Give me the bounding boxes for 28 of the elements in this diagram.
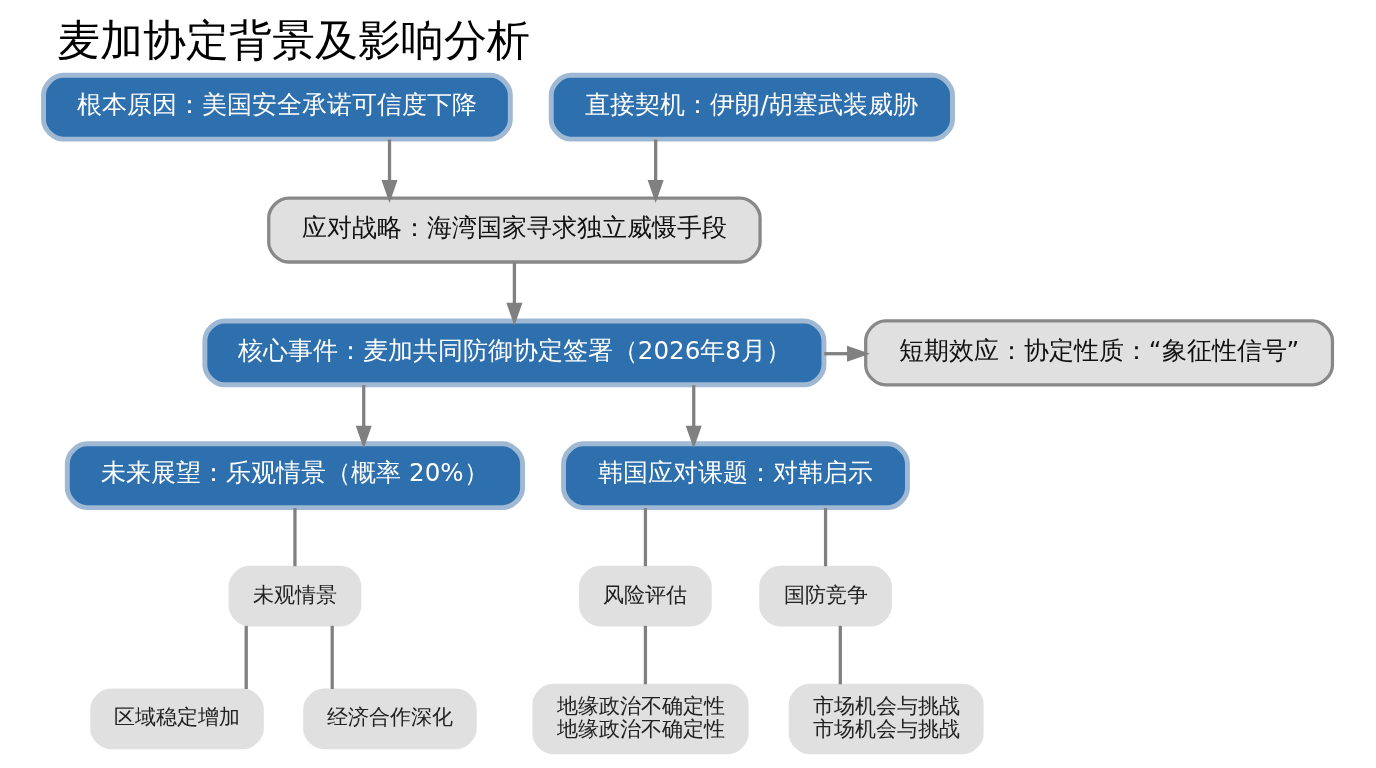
connector bbox=[330, 625, 334, 690]
connector bbox=[823, 508, 828, 567]
arrow bbox=[824, 345, 871, 362]
node-box: 未来展望：乐观情景（概率 20%） bbox=[64, 441, 526, 511]
node-box: 市场机会与挑战 市场机会与挑战 bbox=[788, 683, 984, 755]
arrow bbox=[685, 385, 702, 449]
node-box: 直接契机：伊朗/胡塞武装威胁 bbox=[548, 72, 955, 142]
node-box: 风险评估 bbox=[579, 565, 712, 627]
connector bbox=[838, 625, 842, 685]
node-box: 区域稳定增加 bbox=[90, 688, 264, 750]
node-box: 未观情景 bbox=[228, 565, 362, 627]
node-box: 地缘政治不确定性 地缘政治不确定性 bbox=[532, 683, 749, 755]
node-box: 韩国应对课题：对韩启示 bbox=[561, 441, 910, 511]
node-box: 根本原因：美国安全承诺可信度下降 bbox=[41, 72, 513, 142]
arrow bbox=[506, 262, 523, 326]
connector bbox=[643, 625, 648, 685]
arrow bbox=[355, 385, 372, 449]
node-box: 核心事件：麦加共同防御协定签署（2026年8月） bbox=[202, 318, 827, 388]
connector bbox=[643, 508, 648, 567]
node-box: 国防竞争 bbox=[759, 565, 892, 627]
connector bbox=[293, 508, 297, 567]
connector bbox=[244, 625, 248, 690]
arrow bbox=[381, 139, 398, 203]
node-box: 短期效应：协定性质：“象征性信号” bbox=[864, 319, 1335, 387]
diagram-title: 麦加协定背景及影响分析 bbox=[56, 15, 530, 66]
node-box: 应对战略：海湾国家寻求独立威慑手段 bbox=[267, 196, 762, 264]
arrow bbox=[647, 139, 664, 203]
node-box: 经济合作深化 bbox=[303, 688, 477, 750]
